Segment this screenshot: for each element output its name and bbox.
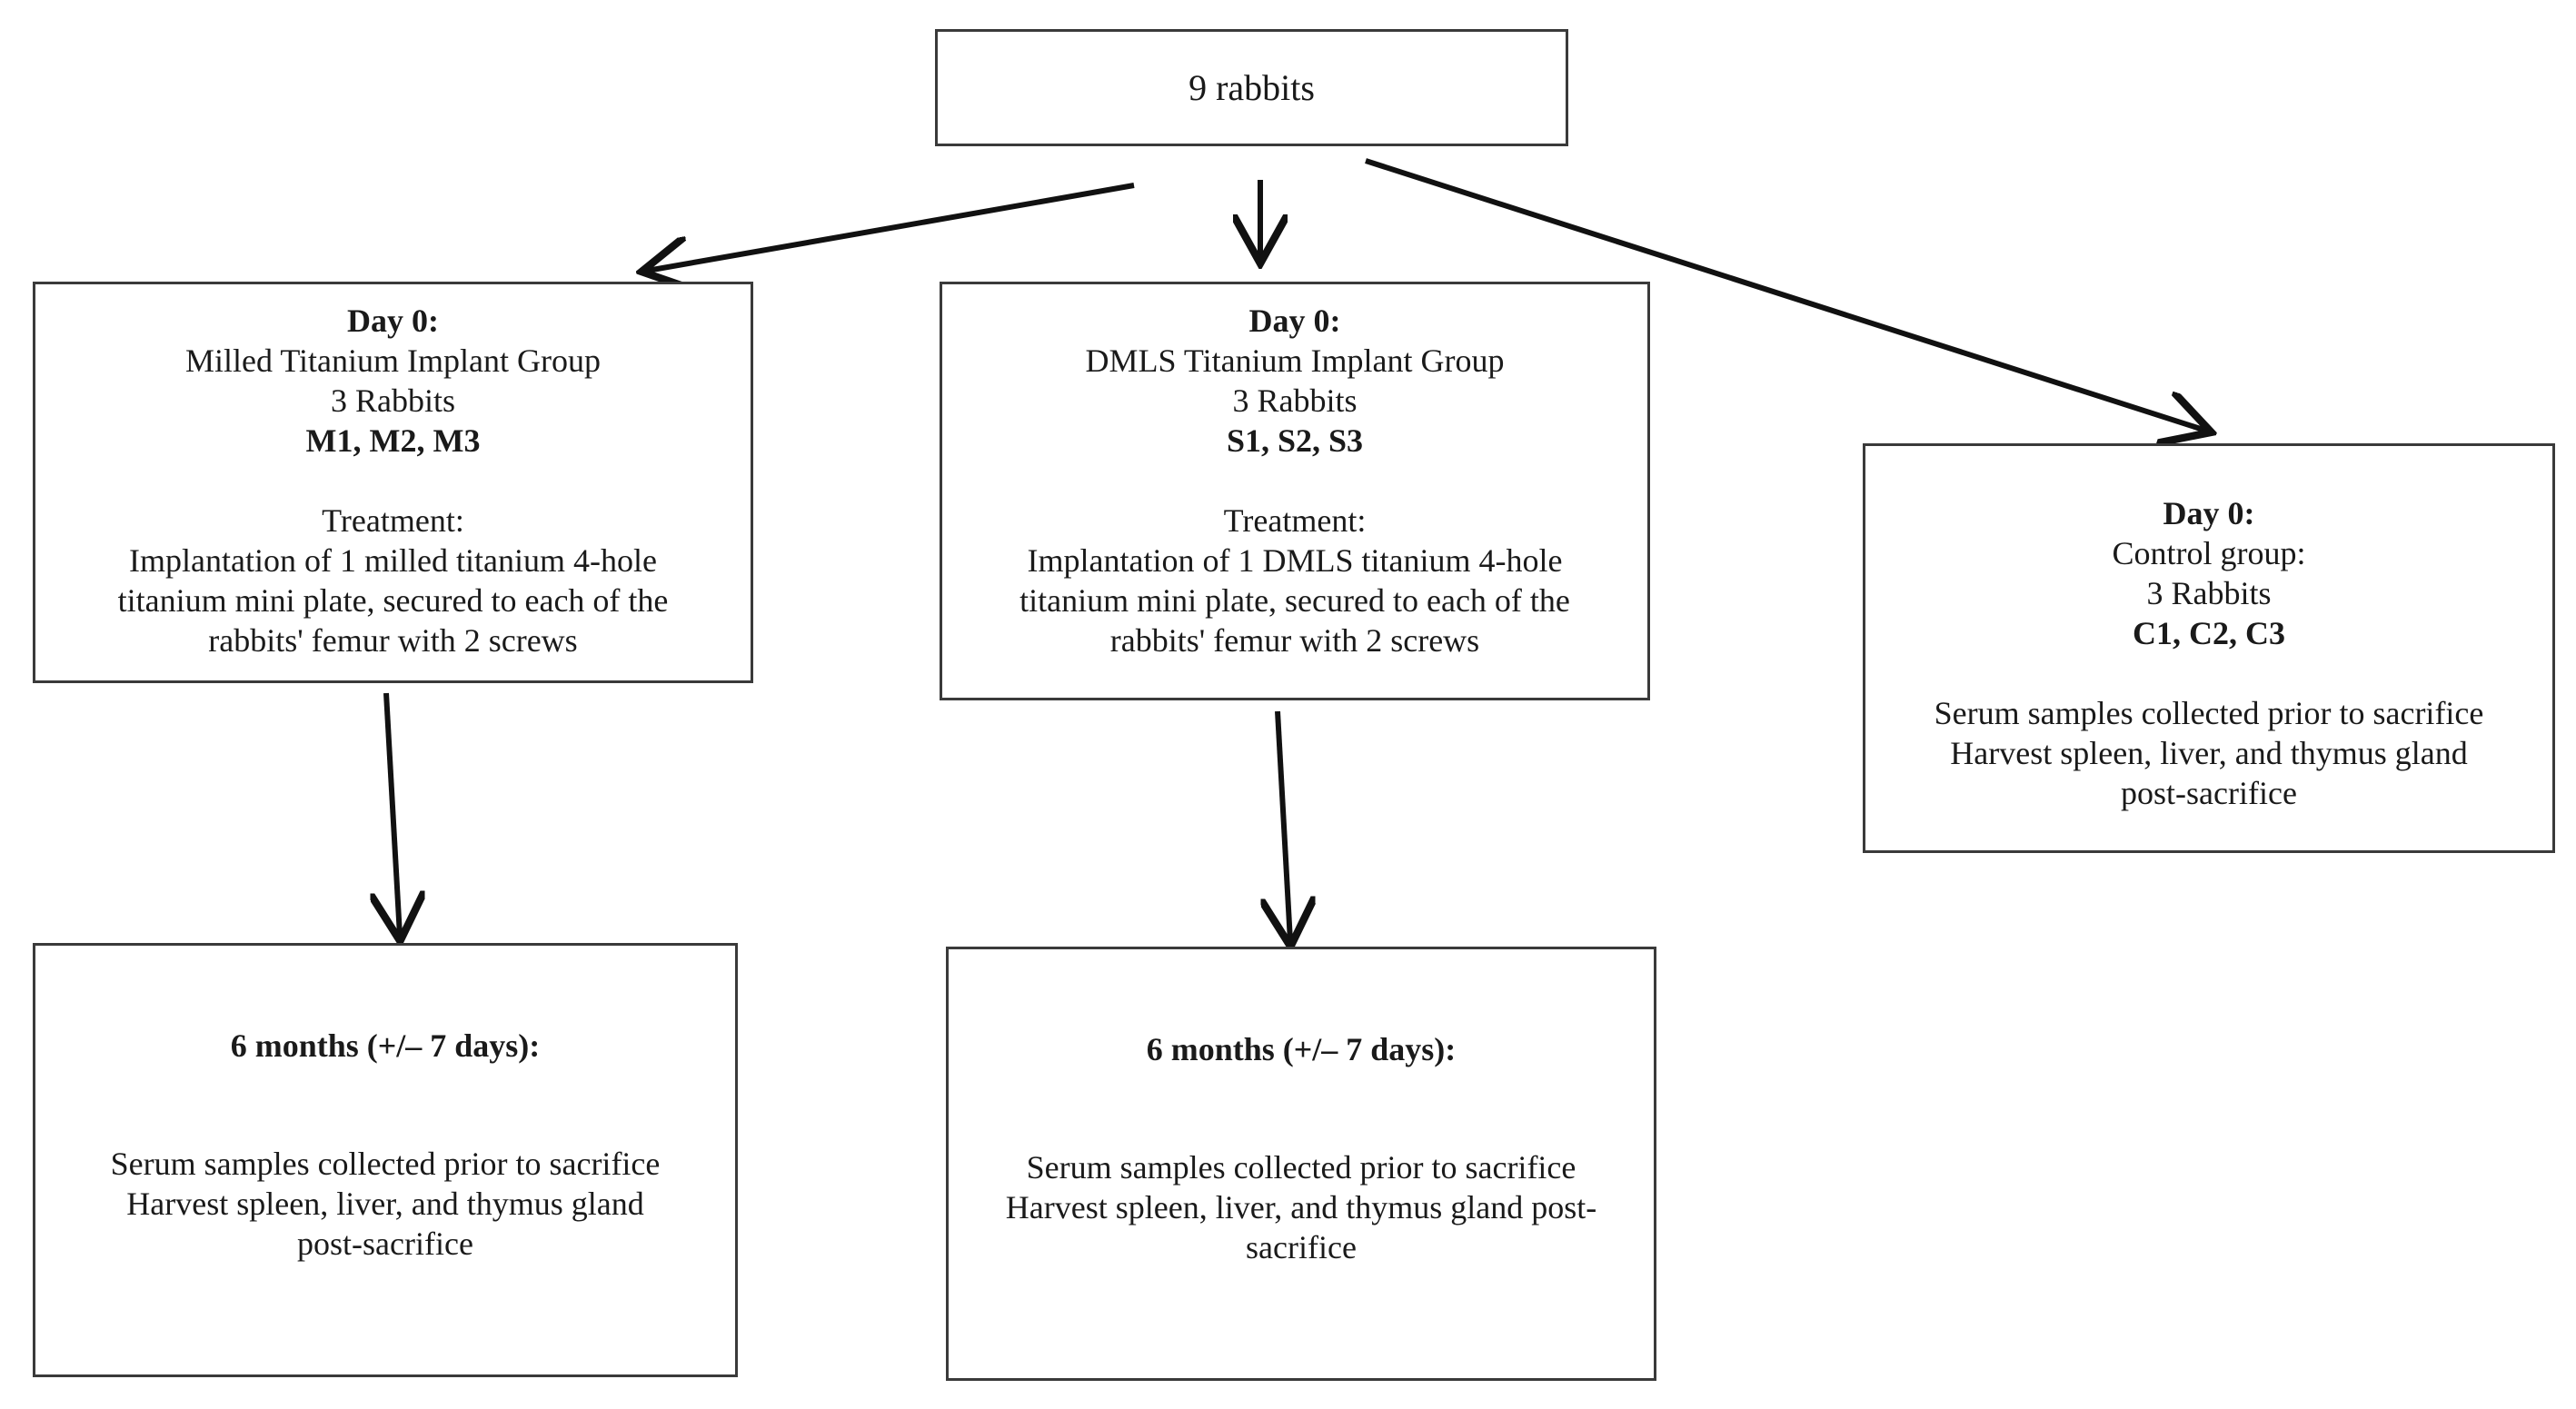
milled-group-box: Day 0: Milled Titanium Implant Group 3 R… — [33, 282, 753, 683]
root-box: 9 rabbits — [935, 29, 1568, 146]
dmls-treatment-line: rabbits' femur with 2 screws — [1109, 622, 1480, 659]
milled-6m-line: Serum samples collected prior to sacrifi… — [110, 1146, 661, 1182]
dmls-treatment-line: titanium mini plate, secured to each of … — [1019, 582, 1570, 619]
control-group-box: Day 0: Control group: 3 Rabbits C1, C2, … — [1863, 443, 2555, 853]
dmls-6m-line: Serum samples collected prior to sacrifi… — [1026, 1149, 1576, 1186]
milled-treatment-line: Implantation of 1 milled titanium 4-hole — [129, 542, 657, 579]
dmls-count: 3 Rabbits — [1232, 382, 1358, 419]
control-count: 3 Rabbits — [2146, 575, 2272, 611]
milled-6m-heading: 6 months (+/– 7 days): — [230, 1027, 541, 1064]
control-line: post-sacrifice — [2121, 775, 2297, 811]
milled-treatment-heading: Treatment: — [322, 502, 464, 539]
dmls-6m-line: Harvest spleen, liver, and thymus gland … — [1005, 1189, 1597, 1225]
control-ids: C1, C2, C3 — [2133, 615, 2285, 651]
milled-ids: M1, M2, M3 — [305, 422, 481, 459]
milled-6m-line: post-sacrifice — [297, 1225, 473, 1262]
milled-treatment-line: titanium mini plate, secured to each of … — [117, 582, 669, 619]
milled-day-heading: Day 0: — [347, 303, 439, 339]
root-label: 9 rabbits — [1189, 66, 1315, 108]
milled-count: 3 Rabbits — [330, 382, 455, 419]
milled-treatment-line: rabbits' femur with 2 screws — [208, 622, 578, 659]
arrow-root-to-control — [1365, 158, 2206, 431]
dmls-group-box: Day 0: DMLS Titanium Implant Group 3 Rab… — [940, 282, 1650, 700]
dmls-day-heading: Day 0: — [1248, 303, 1341, 339]
arrow-milled-to-6m — [386, 692, 400, 936]
control-line: Harvest spleen, liver, and thymus gland — [1950, 735, 2468, 771]
control-line: Serum samples collected prior to sacrifi… — [1934, 695, 2484, 731]
dmls-treatment-line: Implantation of 1 DMLS titanium 4-hole — [1027, 542, 1563, 579]
dmls-treatment-heading: Treatment: — [1223, 502, 1367, 539]
dmls-group-name: DMLS Titanium Implant Group — [1085, 342, 1505, 379]
dmls-6-month-box: 6 months (+/– 7 days): Serum samples col… — [946, 947, 1656, 1381]
arrow-root-to-milled — [647, 183, 1135, 271]
milled-group-name: Milled Titanium Implant Group — [184, 342, 601, 379]
milled-6m-line: Harvest spleen, liver, and thymus gland — [126, 1186, 644, 1222]
control-group-name: Control group: — [2112, 535, 2306, 571]
dmls-6m-line: sacrifice — [1246, 1229, 1357, 1265]
arrow-dmls-to-6m — [1278, 710, 1290, 941]
control-day-heading: Day 0: — [2163, 495, 2255, 531]
milled-6-month-box: 6 months (+/– 7 days): Serum samples col… — [33, 943, 738, 1377]
dmls-6m-heading: 6 months (+/– 7 days): — [1146, 1031, 1457, 1067]
dmls-ids: S1, S2, S3 — [1226, 422, 1364, 459]
